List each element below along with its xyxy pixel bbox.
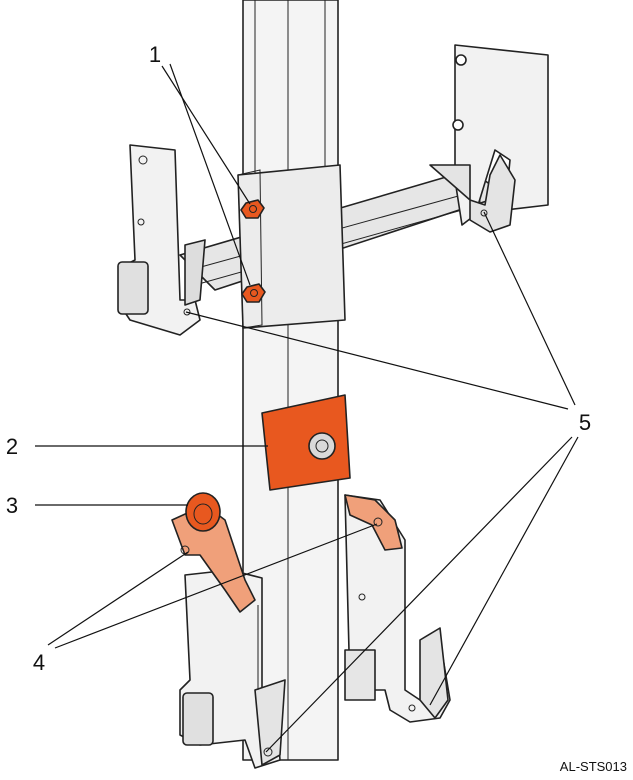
lower-right-bracket xyxy=(344,494,451,723)
lower-left-bracket xyxy=(171,492,286,769)
orange-plate xyxy=(261,394,351,491)
orange-nuts xyxy=(240,199,266,303)
callout-4: 4 xyxy=(33,650,45,675)
callout-1: 1 xyxy=(149,42,161,67)
reference-code: AL-STS013 xyxy=(559,759,627,774)
callout-5: 5 xyxy=(579,410,591,435)
callout-2: 2 xyxy=(6,434,18,459)
upper-cross-arm xyxy=(117,44,549,336)
callout-3: 3 xyxy=(6,493,18,518)
leader-lines xyxy=(35,63,579,753)
